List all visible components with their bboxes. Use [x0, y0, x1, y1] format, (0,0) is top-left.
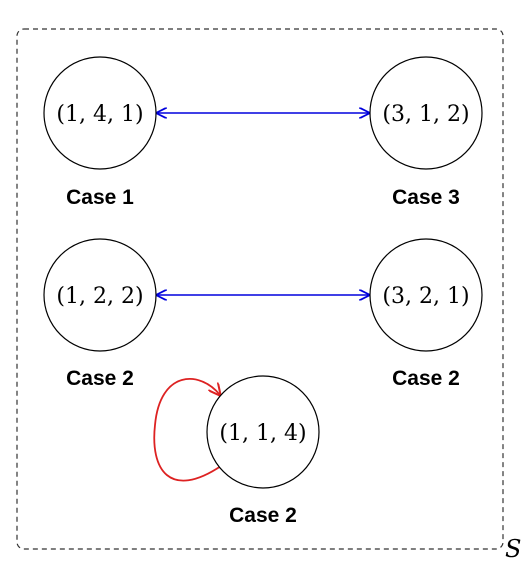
node-122: (1, 2, 2) [43, 238, 157, 352]
case-label: Case 2 [66, 367, 134, 390]
node-circle [369, 56, 483, 170]
case-label: Case 2 [229, 504, 297, 527]
set-boundary [16, 28, 504, 550]
node-label: (1, 4, 1) [56, 102, 143, 127]
node-141: (1, 4, 1) [43, 56, 157, 170]
set-label: S [505, 535, 521, 563]
node-circle [206, 375, 320, 489]
node-321: (3, 2, 1) [369, 238, 483, 352]
case-label: Case 2 [392, 367, 460, 390]
node-312: (3, 1, 2) [369, 56, 483, 170]
node-circle [369, 238, 483, 352]
node-114: (1, 1, 4) [206, 375, 320, 489]
node-label: (1, 1, 4) [219, 421, 306, 446]
node-label: (3, 2, 1) [382, 284, 469, 309]
case-label: Case 1 [66, 186, 134, 209]
case-label: Case 3 [392, 186, 460, 209]
node-label: (1, 2, 2) [56, 284, 143, 309]
node-circle [43, 238, 157, 352]
node-circle [43, 56, 157, 170]
self-loop-114 [153, 378, 221, 482]
node-label: (3, 1, 2) [382, 102, 469, 127]
